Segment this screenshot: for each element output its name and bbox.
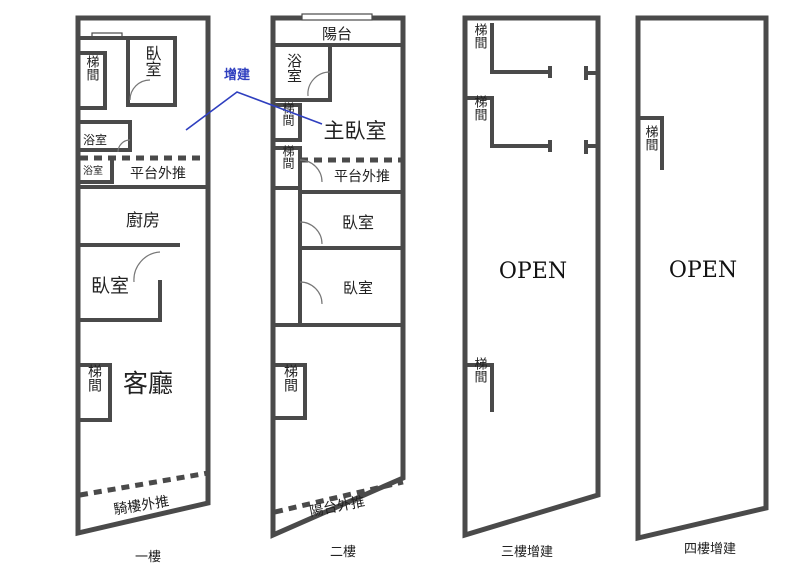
room-label-platform: 平台外推 [130, 166, 186, 182]
door-swing [299, 221, 323, 245]
room-label-living: 客廳 [123, 369, 173, 398]
annotation-label: 增建 [224, 67, 250, 83]
room-label-bath: 浴室 [83, 164, 103, 177]
room-label-balcony: 陽台 [322, 25, 352, 43]
room-label-bath: 浴室 [83, 132, 107, 147]
arcade-extension-line [79, 470, 209, 498]
floor-4-plan [635, 15, 769, 542]
floor-2-outline [270, 15, 406, 539]
room-label-stair: 梯間 [472, 357, 488, 384]
room-label-open: OPEN [499, 259, 567, 284]
floor-2-plan [270, 13, 406, 539]
room-label-bath: 浴室 [285, 53, 303, 83]
floor-caption: 一樓 [135, 550, 161, 565]
door-swing [299, 281, 323, 305]
floor-3-outline [462, 15, 601, 539]
room-label-platform: 平台外推 [334, 169, 390, 185]
floor-caption: 二樓 [330, 545, 356, 560]
door-swing [299, 159, 323, 183]
room-label-bedroom: 臥室 [91, 275, 129, 297]
floor-1-plan [75, 15, 211, 537]
room-label-stair: 梯間 [281, 102, 295, 126]
floor-caption: 三樓增建 [501, 545, 553, 560]
room-label-stair: 梯間 [86, 364, 102, 393]
floor-caption: 四樓增建 [684, 542, 736, 557]
door-swing [133, 251, 161, 283]
room-label-stair: 梯間 [282, 364, 298, 393]
floor-1-outline [75, 15, 211, 537]
room-label-stair: 梯間 [643, 125, 659, 152]
floor-3-plan [462, 15, 601, 539]
annotation-pointer [185, 91, 323, 131]
room-label-stair: 梯間 [472, 23, 488, 50]
room-label-kitchen: 廚房 [126, 210, 160, 231]
room-label-master-bedroom: 主臥室 [324, 119, 387, 143]
door-swing [307, 71, 331, 97]
room-label-bedroom: 臥室 [143, 45, 162, 77]
floor-4-outline [635, 15, 769, 542]
door-swing [129, 79, 151, 101]
window [301, 13, 373, 21]
room-label-open: OPEN [669, 258, 737, 283]
room-label-stair: 梯間 [84, 55, 100, 82]
room-label-stair: 梯間 [281, 145, 295, 169]
door-swing [117, 139, 131, 153]
room-label-stair: 梯間 [472, 95, 488, 122]
balcony-extension-line [274, 479, 404, 515]
room-label-bedroom: 臥室 [342, 213, 374, 232]
room-label-bedroom: 臥室 [343, 279, 373, 297]
